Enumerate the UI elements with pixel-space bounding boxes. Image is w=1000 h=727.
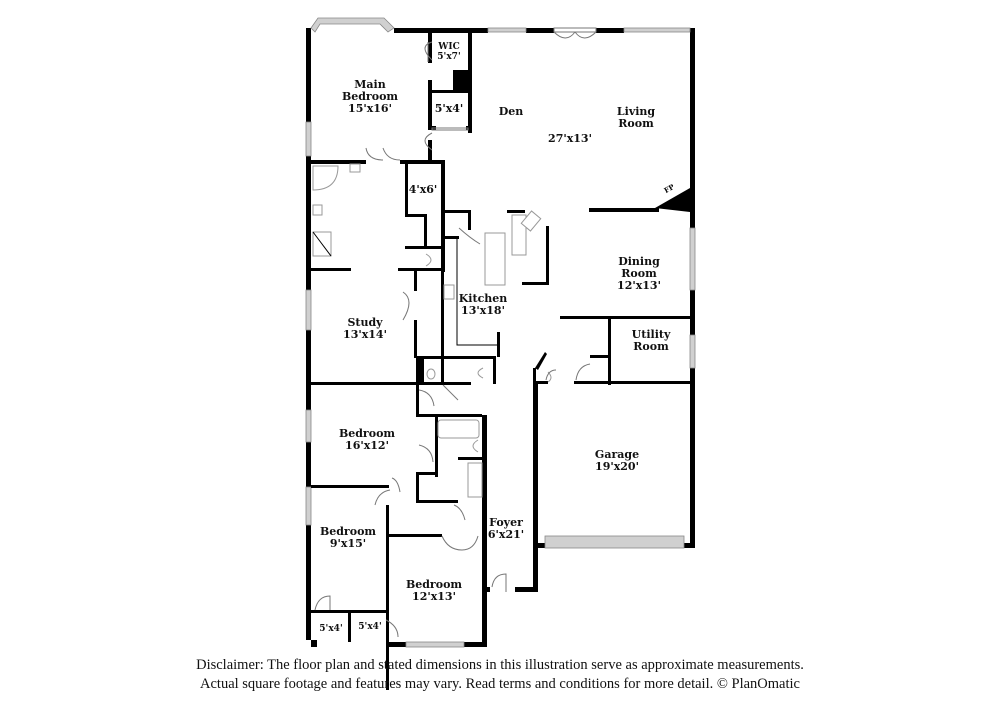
room-name: Room [633,340,669,353]
room-label-den: Den [499,106,524,118]
room-label-main-closet: 5'x4' [435,103,464,115]
disclaimer-line-1: Disclaimer: The floor plan and stated di… [196,657,804,673]
room-dimensions: 5'x4' [358,622,382,632]
room-dimensions: 15'x16' [348,102,392,115]
room-name: Bedroom [341,90,399,103]
room-label-bedroom-3: Bedroom 9'x15' [320,526,376,550]
room-name: Den [498,105,524,118]
room-label-dining-room: Dining Room 12'x13' [617,256,661,292]
room-name: Room [618,117,654,130]
door-swings [314,41,591,638]
room-name: Bedroom [405,578,463,591]
room-label-closet-a: 5'x4' [319,624,342,634]
room-label-foyer: Foyer 6'x21' [488,517,524,541]
room-dimensions: 27'x13' [548,132,592,145]
disclaimer-line-2: Actual square footage and features may v… [200,676,800,692]
patio-door [553,27,597,39]
room-name: Study [347,316,383,329]
room-label-bedroom-2: Bedroom 16'x12' [339,428,395,452]
room-label-kitchen: Kitchen 13'x18' [459,293,508,317]
room-dimensions: 9'x15' [329,537,367,550]
room-name: Utility [631,328,671,341]
room-name: Room [621,267,657,280]
room-dimensions: 5'x4' [319,624,343,634]
interior-walls [311,33,695,690]
room-dimensions: 16'x12' [345,439,389,452]
room-dimensions: 19'x20' [595,460,639,473]
room-name: Living [616,105,656,118]
exterior-walls [306,28,695,647]
disclaimer-text: Disclaimer: The floor plan and stated di… [0,656,1000,694]
room-label-utility-room: Utility Room [632,329,671,353]
room-label-bedroom-4: Bedroom 12'x13' [406,579,462,603]
room-label-closet-b: 5'x4' [358,622,381,632]
room-name: Kitchen [458,292,508,305]
room-dimensions: 13'x18' [461,304,505,317]
room-label-garage: Garage 19'x20' [595,449,639,473]
room-dimensions: 6'x21' [487,528,525,541]
room-name: Main [354,78,386,91]
room-dimensions: 5'x7' [437,52,461,62]
room-label-wic: WIC 5'x7' [437,42,460,62]
room-dimensions: 12'x13' [412,590,456,603]
room-label-closet-4x6: 4'x6' [409,184,438,196]
room-name: Bedroom [338,427,396,440]
room-name: Bedroom [319,525,377,538]
fixtures [312,163,552,498]
windows [305,17,696,648]
room-label-living-room: Living Room [617,106,655,130]
room-name: Dining [618,255,660,268]
room-dimensions: 13'x14' [343,328,387,341]
room-dimensions: 4'x6' [408,183,438,196]
room-name: Garage [594,448,640,461]
room-dimensions: 12'x13' [617,279,661,292]
room-name: Foyer [489,516,523,529]
room-dimensions: 5'x4' [434,102,464,115]
room-label-den-living-dims: 27'x13' [548,133,592,145]
room-label-study: Study 13'x14' [343,317,387,341]
room-label-main-bedroom: Main Bedroom 15'x16' [342,79,398,115]
room-name: WIC [438,42,460,52]
